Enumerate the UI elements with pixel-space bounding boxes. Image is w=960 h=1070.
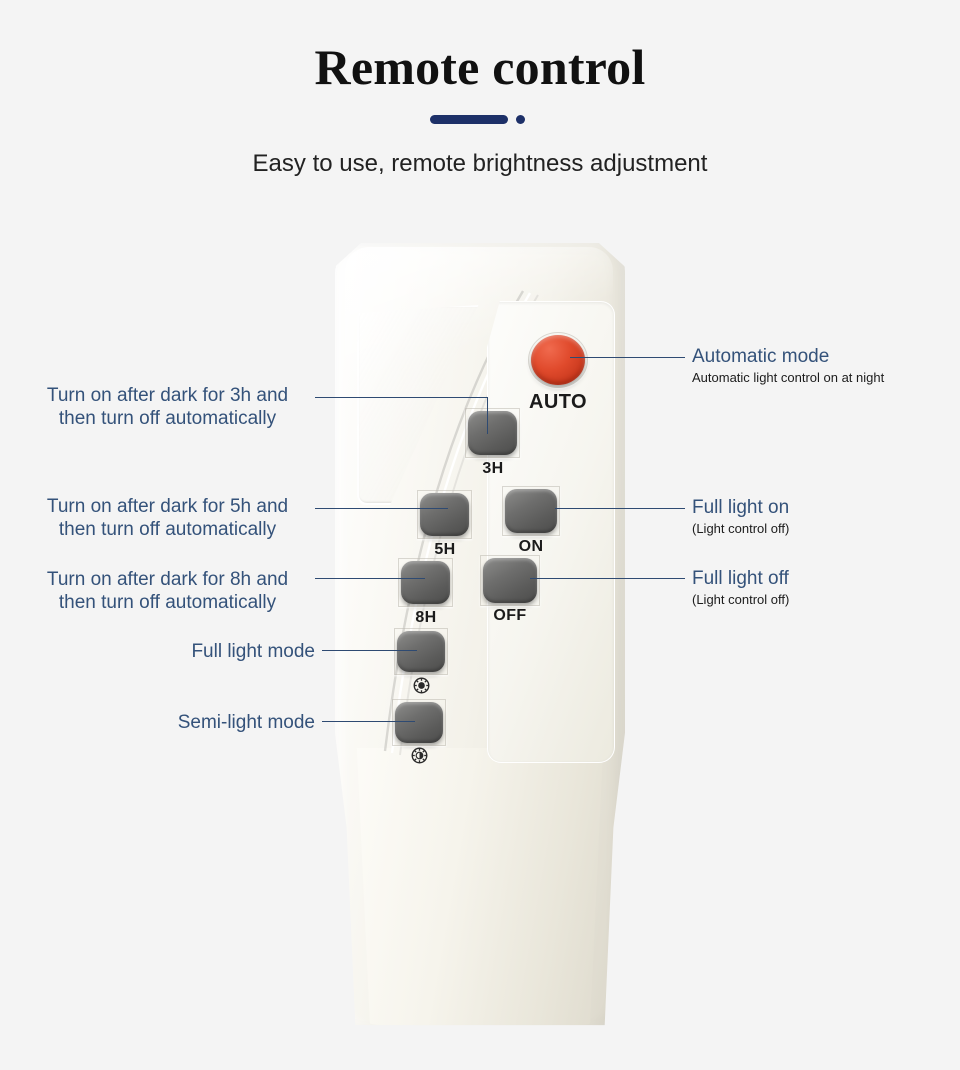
callout-full-light-off-title: Full light off [692, 568, 789, 589]
button-semi-light-mode[interactable] [392, 699, 446, 746]
remote-lower-body [356, 748, 604, 1025]
button-on[interactable] [502, 486, 560, 536]
callout-full-light-on-title: Full light on [692, 497, 790, 518]
callout-full-light-off: Full light off (Light control off) [692, 567, 957, 608]
callout-8h-text-line2: then turn off automatically [58, 592, 277, 613]
leader-line-full-light-mode [322, 650, 417, 652]
title-divider [0, 112, 960, 128]
callout-5h-text-line1: Turn on after dark for 5h and [46, 496, 289, 517]
button-3h[interactable] [465, 408, 520, 458]
leader-line-3h-vertical [487, 397, 489, 434]
callout-automatic-mode: Automatic mode Automatic light control o… [692, 345, 957, 386]
page-title: Remote control [314, 39, 646, 95]
button-off[interactable] [480, 555, 540, 606]
button-8h[interactable] [398, 558, 453, 607]
leader-line-3h-horizontal [315, 397, 488, 399]
leader-line-auto [570, 357, 685, 359]
button-5h[interactable] [417, 490, 472, 539]
callout-automatic-mode-title: Automatic mode [692, 346, 830, 367]
remote-control-device: AUTO 3H 5H ON 8H OFF [335, 243, 625, 1033]
leader-line-on [555, 508, 685, 510]
sun-full-icon [413, 677, 430, 694]
callout-5h: Turn on after dark for 5h and then turn … [20, 495, 315, 541]
key-label-on: ON [518, 538, 544, 555]
callout-automatic-mode-sub: Automatic light control on at night [692, 370, 885, 385]
key-label-8h: 8H [415, 609, 437, 626]
callout-5h-text-line2: then turn off automatically [58, 519, 277, 540]
callout-3h-text-line1: Turn on after dark for 3h and [46, 385, 289, 406]
callout-full-light-mode-text: Full light mode [191, 641, 315, 662]
button-full-light-mode[interactable] [394, 628, 448, 675]
key-label-3h: 3H [482, 460, 504, 477]
callout-8h: Turn on after dark for 8h and then turn … [20, 568, 315, 614]
leader-line-off [530, 578, 685, 580]
callout-full-light-off-sub: (Light control off) [692, 592, 790, 607]
callout-semi-light-mode-text: Semi-light mode [177, 712, 315, 733]
page-subtitle: Easy to use, remote brightness adjustmen… [252, 150, 708, 177]
leader-line-5h [315, 508, 448, 510]
leader-line-8h [315, 578, 425, 580]
key-label-off: OFF [493, 607, 527, 624]
callout-full-light-on: Full light on (Light control off) [692, 496, 957, 537]
button-auto[interactable] [528, 332, 588, 388]
leader-line-semi-light-mode [322, 721, 415, 723]
callout-8h-text-line1: Turn on after dark for 8h and [46, 569, 289, 590]
key-label-auto: AUTO [529, 391, 587, 413]
callout-full-light-mode: Full light mode [20, 640, 315, 663]
divider-bar [430, 115, 508, 124]
key-label-5h: 5H [434, 541, 456, 558]
callout-3h: Turn on after dark for 3h and then turn … [20, 384, 315, 430]
divider-dot [516, 115, 525, 124]
callout-full-light-on-sub: (Light control off) [692, 521, 790, 536]
callout-3h-text-line2: then turn off automatically [58, 408, 277, 429]
sun-half-icon [411, 747, 428, 764]
callout-semi-light-mode: Semi-light mode [20, 711, 315, 734]
